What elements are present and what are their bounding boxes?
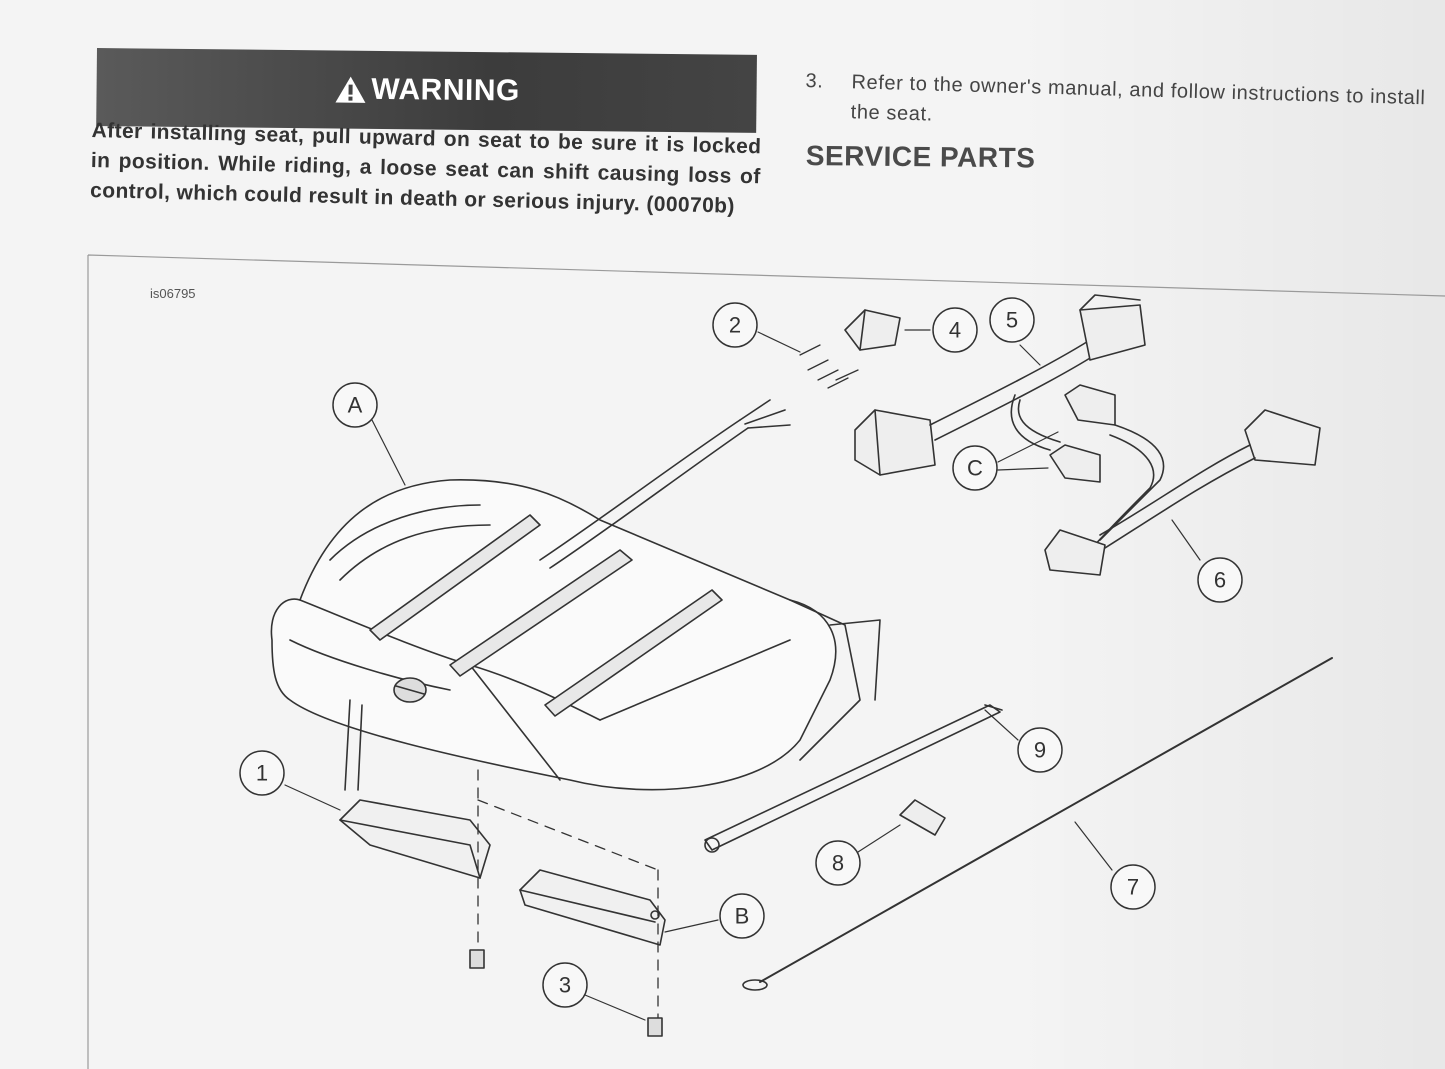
callout-3: 3: [559, 973, 571, 998]
callout-6: 6: [1214, 568, 1226, 593]
wire-7-drawing: [742, 657, 1333, 991]
callout-7: 7: [1127, 875, 1139, 900]
bracket-1-drawing: [339, 799, 491, 879]
screw-drawing: [469, 949, 663, 1037]
harness-6-drawing: [1044, 409, 1321, 576]
connectors-c-drawing: [1049, 384, 1116, 483]
harness-5-drawing: [854, 294, 1146, 476]
warning-triangle-icon: [335, 76, 366, 103]
bracket-b-drawing: [519, 869, 666, 946]
callout-8: 8: [832, 851, 844, 876]
callout-4: 4: [949, 318, 961, 343]
warning-heading: WARNING: [333, 72, 520, 108]
callout-c: C: [967, 456, 983, 481]
warning-banner: WARNING: [96, 48, 757, 133]
callout-1: 1: [256, 761, 268, 786]
cable-tie-9-drawing: [704, 704, 1003, 853]
callout-a: A: [348, 393, 363, 418]
terminal-pins-drawing: [799, 344, 859, 389]
callout-2: 2: [729, 313, 741, 338]
figure-id: is06795: [150, 286, 196, 301]
seat-pan-drawing: [270, 399, 881, 791]
callout-5: 5: [1006, 308, 1018, 333]
connector-4-drawing: [844, 309, 901, 351]
callout-b: B: [735, 904, 750, 929]
callout-9: 9: [1034, 738, 1046, 763]
callout-circles: [239, 297, 1243, 1008]
clip-8-drawing: [899, 799, 946, 836]
